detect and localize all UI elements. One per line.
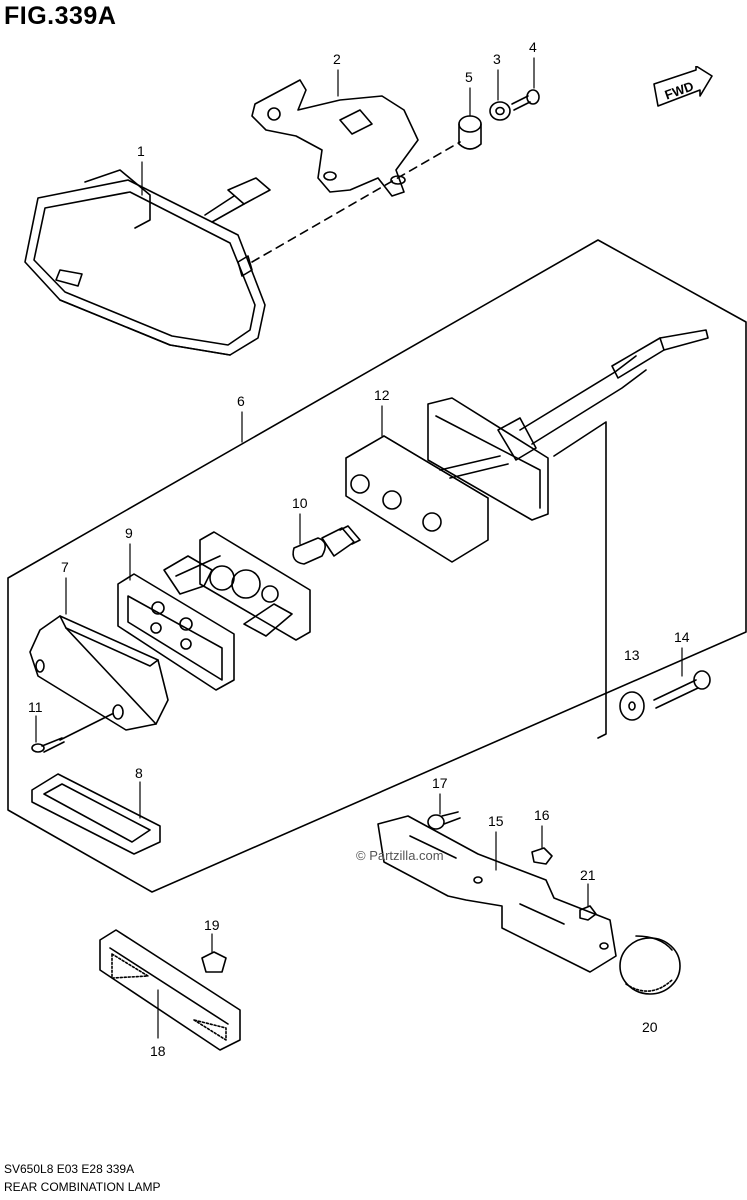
reflector-lens — [31, 773, 161, 855]
washer-hole — [495, 106, 505, 116]
callout-18: 18 — [150, 1043, 166, 1059]
mounting-bracket — [251, 79, 419, 197]
reflector-mount-nut — [201, 951, 227, 973]
leader-lines — [35, 57, 683, 1039]
callout-7: 7 — [61, 559, 69, 575]
license-lamp-bracket — [377, 815, 617, 973]
reflector-nut — [579, 905, 597, 921]
watermark: © Partzilla.com — [356, 848, 444, 863]
callout-11: 11 — [28, 699, 43, 715]
washer — [489, 101, 511, 121]
lens-assembly-outline — [7, 239, 747, 893]
callout-15: 15 — [488, 813, 504, 829]
figure-title: FIG.339A — [4, 2, 117, 30]
leader-dash-line — [251, 141, 461, 263]
callout-8: 8 — [135, 765, 143, 781]
callout-3: 3 — [493, 51, 501, 67]
bulb-holder-frame — [163, 531, 311, 641]
nut — [531, 847, 553, 865]
figure-name: REAR COMBINATION LAMP — [4, 1180, 161, 1194]
lamp-lens — [29, 615, 169, 731]
socket-plate — [427, 329, 709, 521]
callout-19: 19 — [204, 917, 220, 933]
callout-5: 5 — [465, 69, 473, 85]
callout-17: 17 — [432, 775, 448, 791]
callout-labels: 1 2 3 4 5 6 7 8 9 10 11 12 13 14 15 16 1… — [28, 39, 690, 1059]
rubber-seal — [345, 435, 489, 563]
mounting-stud — [237, 255, 253, 277]
harness-bracket-line — [553, 421, 607, 739]
lamp-connector — [204, 177, 271, 223]
callout-6: 6 — [237, 393, 245, 409]
lens-screw — [31, 737, 65, 753]
callout-9: 9 — [125, 525, 133, 541]
license-lamp — [619, 935, 681, 995]
callout-13: 13 — [624, 647, 640, 663]
callout-1: 1 — [137, 143, 145, 159]
callout-16: 16 — [534, 807, 550, 823]
rubber-bushing — [458, 115, 482, 150]
screw — [511, 89, 540, 111]
tail-lamp-housing — [24, 169, 266, 356]
callout-10: 10 — [292, 495, 308, 511]
model-code: SV650L8 E03 E28 339A — [4, 1162, 135, 1176]
callout-21: 21 — [580, 867, 596, 883]
bolt — [653, 670, 711, 709]
bracket-bolt — [427, 811, 461, 830]
callout-4: 4 — [529, 39, 537, 55]
lens-gasket — [117, 573, 235, 691]
bulb — [292, 525, 361, 565]
callout-2: 2 — [333, 51, 341, 67]
callout-12: 12 — [374, 387, 390, 403]
flat-washer — [619, 691, 645, 721]
leader-line-lens-screw — [59, 713, 113, 741]
callout-20: 20 — [642, 1019, 658, 1035]
fwd-direction-tag: FWD — [652, 65, 714, 117]
side-reflector — [99, 929, 241, 1051]
callout-14: 14 — [674, 629, 690, 645]
